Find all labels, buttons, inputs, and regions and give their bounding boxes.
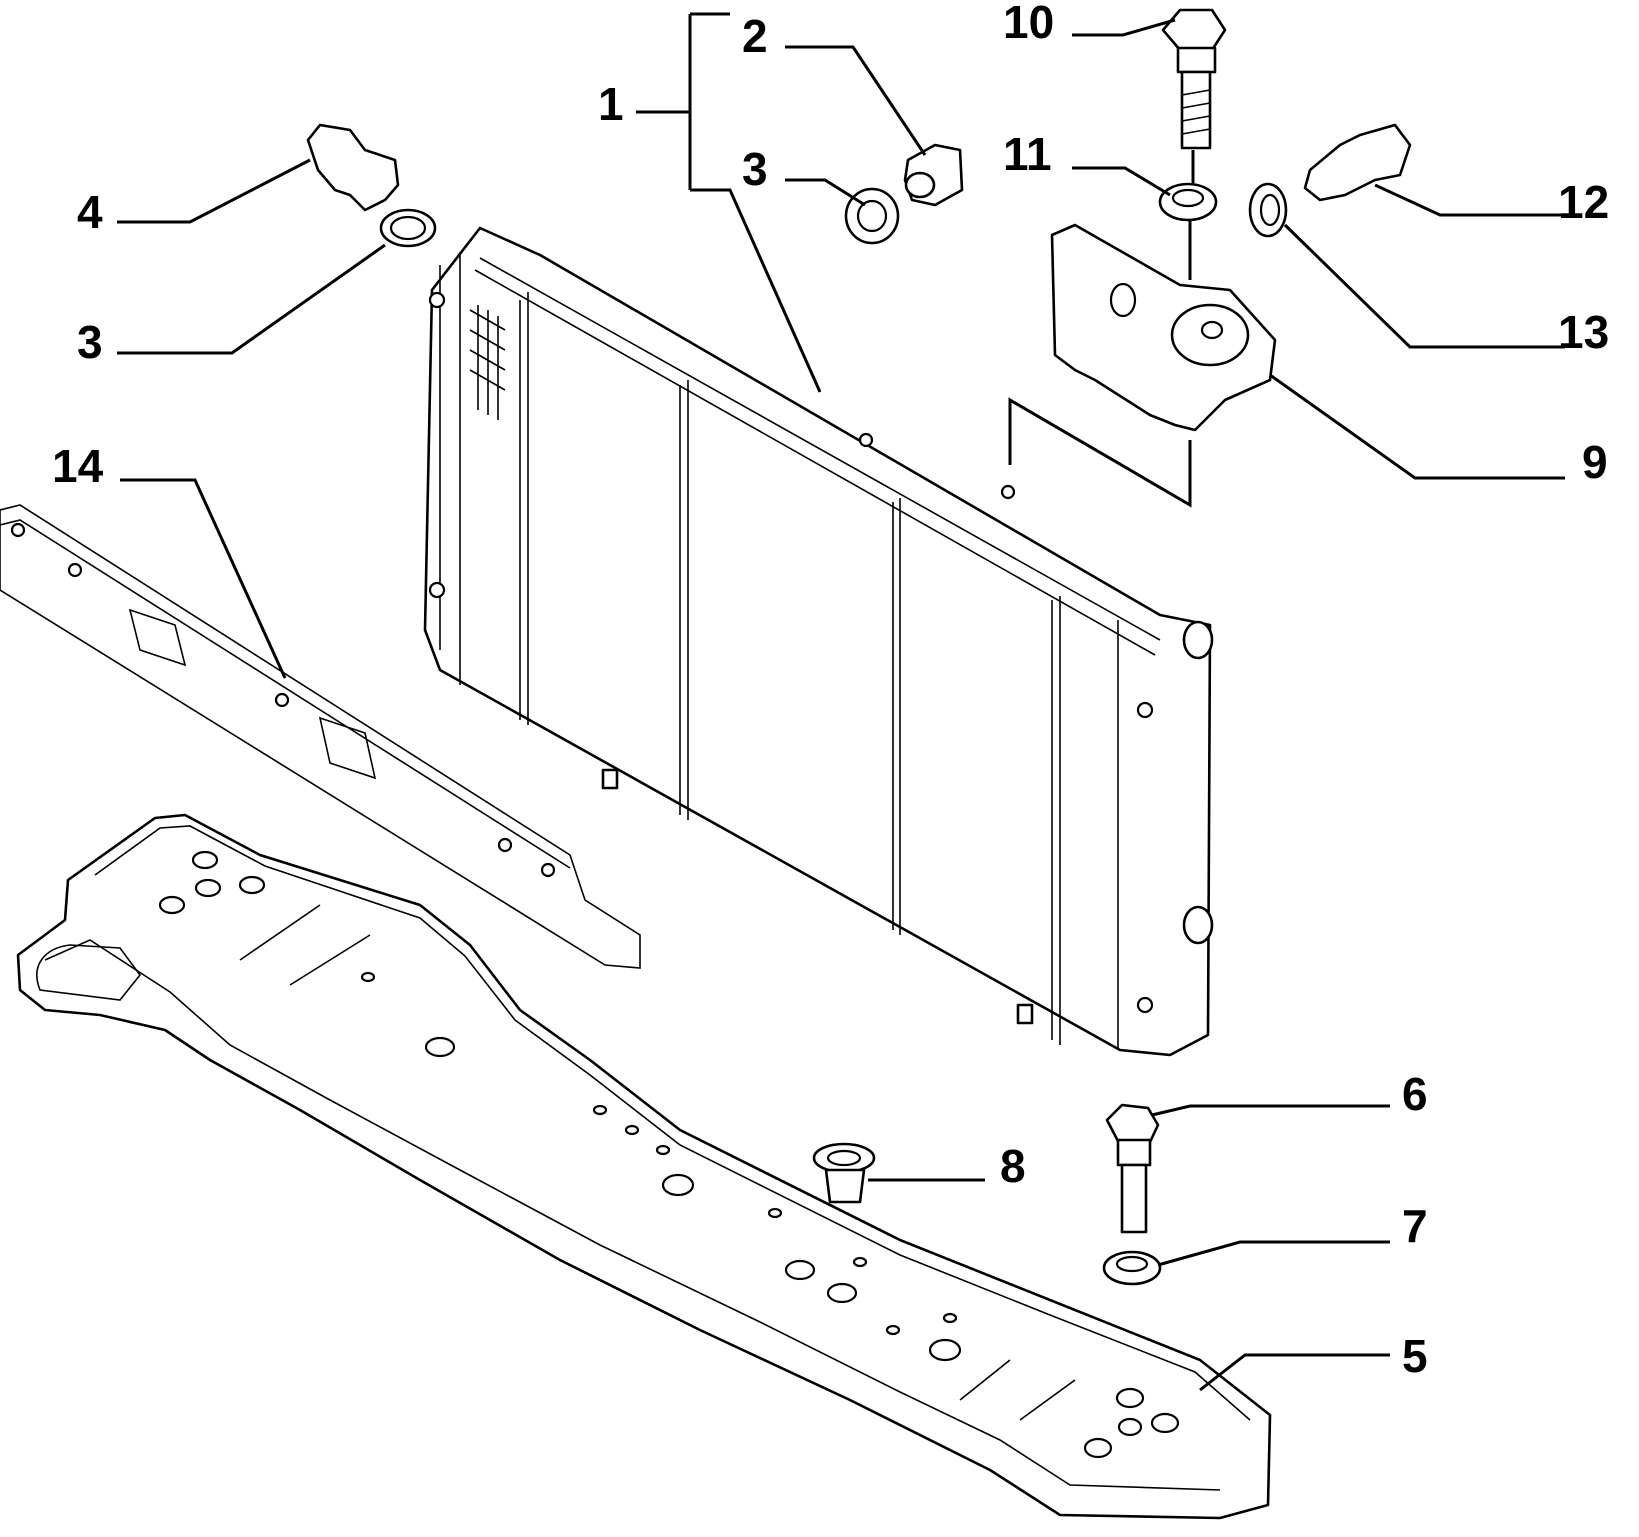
bushing-8-part [812,1142,876,1204]
bolt-12-part [1303,123,1412,202]
callout-9: 9 [1582,436,1608,488]
callout-14: 14 [52,440,104,492]
bolt-6-part [1105,1103,1160,1234]
support-bar-part [0,504,641,969]
callout-11: 11 [1003,128,1052,180]
callout-7: 7 [1402,1200,1428,1252]
callout-6: 6 [1402,1068,1428,1120]
callout-4: 4 [77,186,103,238]
callout-13: 13 [1558,306,1609,358]
callout-1: 1 [598,78,624,130]
bolt-10-part [1161,8,1227,150]
washer-7 [1102,1250,1162,1286]
callout-8: 8 [1000,1140,1026,1192]
bracket-9-part [1050,223,1277,432]
washer-13 [1248,182,1288,238]
callout-12: 12 [1558,176,1609,228]
washer-11 [1158,182,1218,222]
washer-3-left [379,208,437,248]
cap-part [903,143,964,207]
leader-lines [117,12,1565,1392]
callout-3-left: 3 [77,316,103,368]
crossmember-holes [158,850,1180,1459]
callout-5: 5 [1402,1330,1428,1382]
radiator-part [423,226,1214,1057]
drain-plug-part [306,123,400,212]
callout-3-right: 3 [742,143,768,195]
callout-labels: 1 2 3 3 4 5 6 7 8 9 10 11 12 13 14 [52,0,1609,1382]
callout-2: 2 [742,10,768,62]
crossmember-part [16,813,1272,1520]
callout-10: 10 [1003,0,1054,48]
